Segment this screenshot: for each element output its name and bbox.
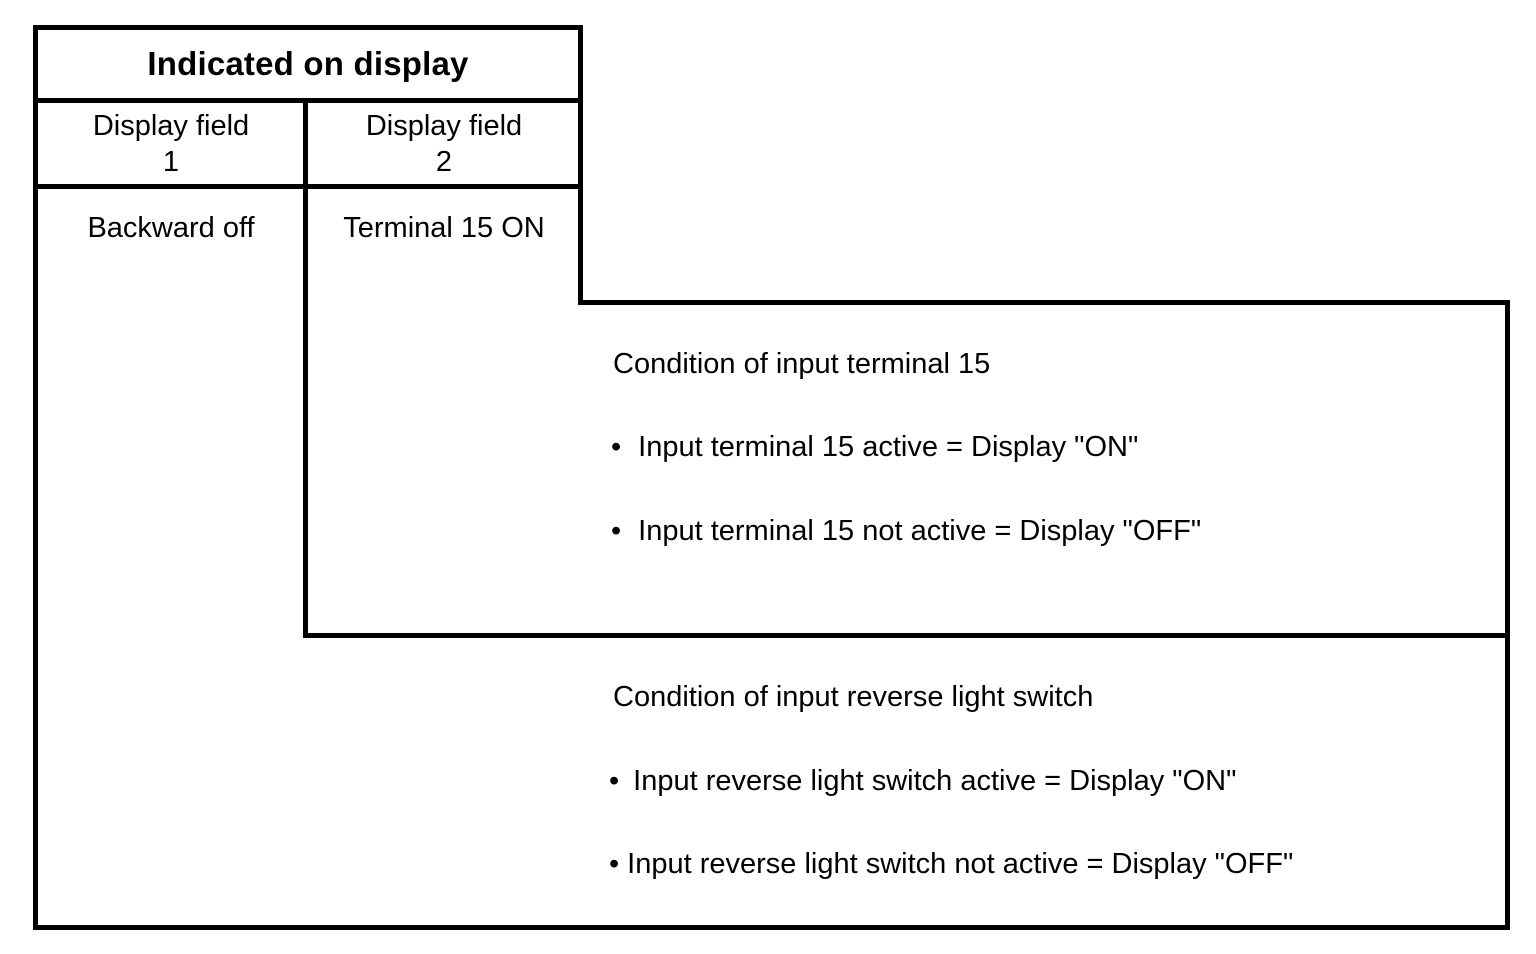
table-value-cell-2: Terminal 15 ON [343,211,545,244]
table-top-border [33,25,583,30]
panel-1-bullet-1: • Input terminal 15 active = Display "ON… [611,431,1138,464]
table-value-cell-1: Backward off [87,211,255,244]
outer-right-border [1505,300,1510,930]
table-column-divider [303,98,308,638]
table-title: Indicated on display [147,45,469,82]
bullet-icon: • [609,765,620,797]
bullet-icon: • [611,431,622,463]
panel-2-bullet-2: • Input reverse light switch not active … [609,848,1293,881]
panel-2-heading: Condition of input reverse light switch [613,681,1094,713]
panel-1-top-border [578,300,1510,305]
panel-1-bullet-2: • Input terminal 15 not active = Display… [611,515,1201,548]
outer-left-border [33,25,38,930]
table-right-border [578,25,583,305]
panel-2-bullet-1: • Input reverse light switch active = Di… [609,765,1236,798]
panel-1-heading: Condition of input terminal 15 [613,348,991,380]
panel-2-bullet-1-text: Input reverse light switch active = Disp… [633,765,1237,797]
outer-bottom-border [33,925,1510,930]
bullet-icon: • [609,848,620,880]
panel-1-bottom-border [303,633,1510,638]
panel-1-bullet-2-text: Input terminal 15 not active = Display "… [638,515,1202,547]
bullet-icon: • [611,515,622,547]
table-header-divider [33,184,583,189]
panel-1-bullet-1-text: Input terminal 15 active = Display "ON" [638,431,1139,463]
panel-2-bullet-2-text: Input reverse light switch not active = … [627,848,1294,880]
table-title-divider [33,98,583,103]
